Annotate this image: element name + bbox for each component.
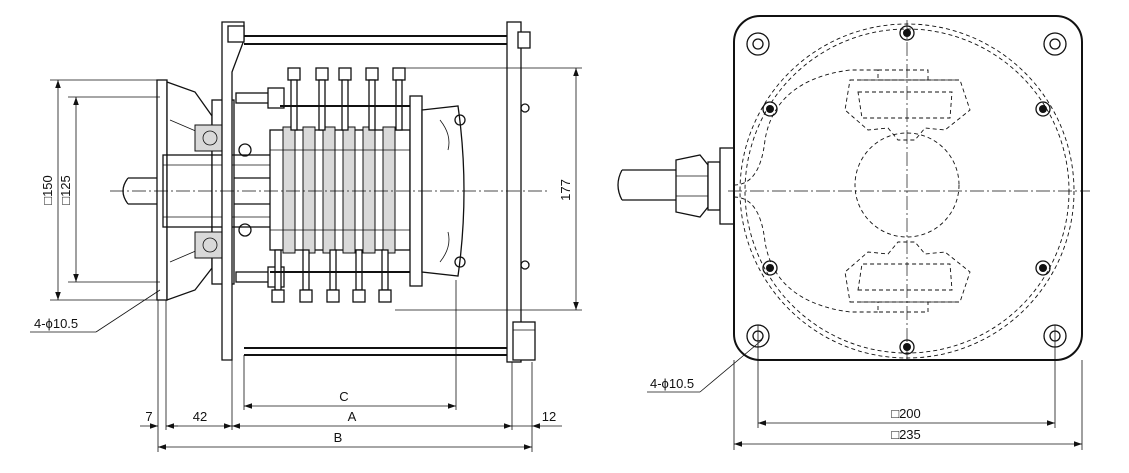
corner-holes: [746, 32, 1067, 428]
dim-square-150: □150: [40, 79, 157, 301]
hole-label-left: 4-ϕ10.5: [34, 316, 78, 331]
dim-label-200: □200: [891, 406, 921, 421]
frame: [221, 21, 536, 363]
mounting-flange: [156, 79, 274, 301]
hole-callout-left: 4-ϕ10.5: [30, 289, 161, 333]
end-view: 4-ϕ10.5 □200 □235: [617, 15, 1090, 450]
hole-label-right: 4-ϕ10.5: [650, 376, 694, 391]
dim-label-7: 7: [145, 409, 152, 424]
dim-square-125: □125: [58, 96, 160, 283]
brush-assemblies: [844, 69, 971, 313]
brush-holders-top: [280, 67, 410, 131]
dim-chain-bottom: C A 42 7 12 B: [140, 280, 562, 452]
end-shaft: [617, 147, 735, 225]
base-plate: [733, 15, 1083, 361]
brush-holders-bottom: [270, 249, 410, 303]
dim-square-200: □200: [758, 406, 1055, 426]
dim-label-150: □150: [40, 175, 55, 205]
inner-bolts: [762, 25, 1051, 355]
dim-height-177: 177: [395, 67, 582, 311]
dim-label-a: A: [348, 409, 357, 424]
dim-label-235: □235: [891, 427, 921, 442]
end-cover: [409, 95, 466, 287]
dim-square-235: □235: [733, 360, 1083, 450]
dim-label-12: 12: [542, 409, 556, 424]
dim-label-42: 42: [193, 409, 207, 424]
dim-label-c: C: [339, 389, 348, 404]
slip-ring-stack: [269, 126, 411, 254]
dim-label-125: □125: [58, 175, 73, 205]
dim-label-177: 177: [558, 179, 573, 201]
dim-label-b: B: [334, 430, 343, 445]
side-view: □150 □125 177 4-ϕ10.5: [30, 21, 582, 452]
hole-callout-right: 4-ϕ10.5: [647, 339, 763, 393]
